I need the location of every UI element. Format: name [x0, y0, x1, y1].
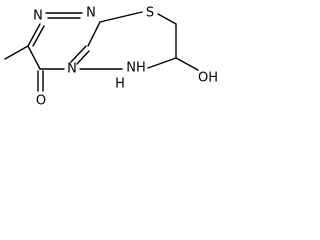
bond-choh-oh	[175, 57, 199, 71]
bond-choh-nh	[147, 57, 177, 69]
sulfur-atom-label: S	[146, 6, 154, 21]
bond-n2-c3-inner	[32, 25, 45, 47]
bond-s-ch2	[157, 13, 177, 25]
nitrogen-atom-label-n4: N	[67, 62, 77, 77]
bond-c3-methyl	[4, 45, 29, 60]
nh-atom-label: NH	[126, 61, 146, 76]
bond-n2-c3	[27, 23, 41, 47]
hydroxyl-atom-label: OH	[198, 71, 218, 86]
hydrogen-atom-label: H	[115, 77, 125, 92]
chemical-structure: S N N N NH H OH O	[4, 6, 218, 109]
nitrogen-atom-label-n2: N	[33, 9, 43, 24]
bond-c3-c4	[27, 45, 41, 70]
carbonyl-oxygen-atom-label: O	[36, 94, 46, 109]
structure-canvas: S N N N NH H OH O	[0, 0, 228, 137]
bond-c8a-n1	[87, 21, 101, 47]
nitrogen-atom-label-n1: N	[86, 6, 96, 21]
bond-c8a-s	[99, 11, 143, 23]
bond-n5-c8a-left	[70, 45, 87, 63]
bond-n5-c8a-right	[76, 50, 90, 65]
